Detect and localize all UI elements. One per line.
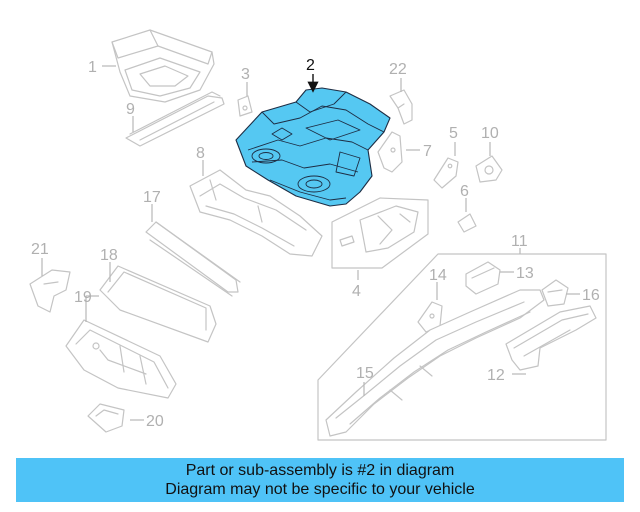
callout-19: 19 (74, 289, 92, 306)
part-22-bracket (389, 89, 413, 125)
part-8-cross-member (189, 169, 323, 257)
callout-15: 15 (356, 365, 374, 382)
part-17-rail (145, 221, 241, 297)
callout-20: 20 (146, 413, 164, 430)
callout-21: 21 (31, 241, 49, 258)
callout-1: 1 (88, 59, 97, 76)
callout-18: 18 (100, 247, 118, 264)
caption-bar: Part or sub-assembly is #2 in diagram Di… (16, 458, 624, 502)
part-16-plate (541, 279, 569, 307)
callout-9: 9 (126, 101, 135, 118)
part-14-bracket (417, 301, 443, 333)
caption-line-1: Part or sub-assembly is #2 in diagram (185, 462, 455, 479)
part-7-bracket (377, 131, 403, 173)
part-21-bracket (29, 269, 71, 313)
callout-17: 17 (143, 189, 161, 206)
callout-5: 5 (449, 125, 458, 142)
part-3-bracket (237, 95, 253, 117)
part-11-group-box (317, 253, 607, 441)
part-5-bracket (433, 157, 459, 189)
part-15-side-member (325, 289, 545, 437)
part-4-group-box (331, 197, 429, 269)
callout-2: 2 (306, 57, 315, 74)
part-18-panel (99, 265, 217, 343)
callout-3: 3 (241, 66, 250, 83)
callout-16: 16 (582, 287, 600, 304)
callout-12: 12 (487, 367, 505, 384)
callout-22: 22 (389, 61, 407, 78)
part-6-clip (457, 213, 477, 233)
part-13-bracket (465, 261, 501, 295)
callout-10: 10 (481, 125, 499, 142)
caption-line-2: Diagram may not be specific to your vehi… (165, 481, 475, 498)
part-9-rail (125, 91, 225, 147)
part-1-spare-tire-tub (111, 29, 215, 103)
callout-6: 6 (460, 183, 469, 200)
part-12-rear-rail (505, 305, 597, 371)
callout-8: 8 (196, 145, 205, 162)
callout-11: 11 (511, 233, 528, 250)
callout-13: 13 (516, 265, 534, 282)
part-20-tray (87, 403, 125, 433)
callout-4: 4 (352, 283, 361, 300)
parts-diagram: 1 9 3 2 22 7 (29, 29, 607, 441)
callout-7: 7 (423, 143, 432, 160)
part-10-plate (475, 155, 503, 183)
callout-14: 14 (429, 267, 447, 284)
part-19-side-panel (65, 319, 177, 399)
part-2-rear-floor-pan (235, 87, 391, 207)
